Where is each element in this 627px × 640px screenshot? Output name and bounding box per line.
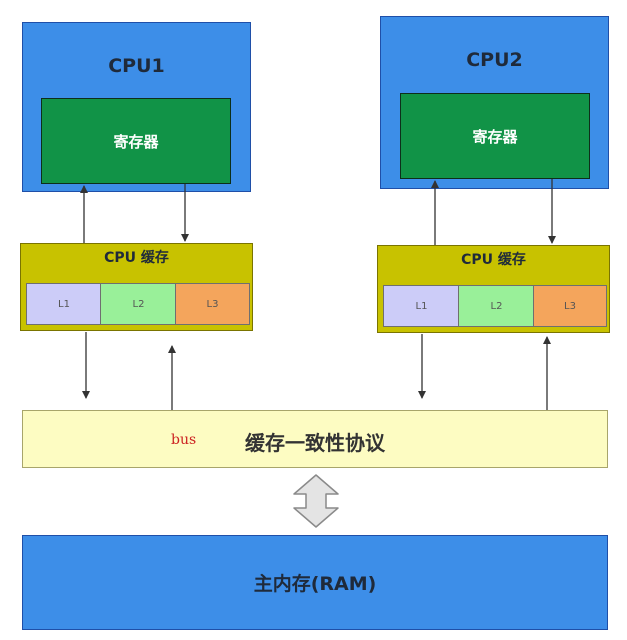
cpu2-cache-l3: L3 (533, 285, 607, 327)
cpu1-cache-l2: L2 (100, 283, 177, 325)
cpu2-title: CPU2 (466, 49, 523, 71)
cache-coherence-protocol: 缓存一致性协议 bus (22, 410, 608, 468)
cpu1-cache-title: CPU 缓存 (104, 250, 169, 266)
cpu1-register-label: 寄存器 (113, 132, 159, 151)
cpu1-cache-l3: L3 (175, 283, 250, 325)
cpu2-cache-title: CPU 缓存 (461, 252, 526, 268)
cpu1-cache: CPU 缓存 L1 L2 L3 (20, 243, 253, 331)
bus-label: bus (171, 432, 197, 448)
cpu2-cache: CPU 缓存 L1 L2 L3 (377, 245, 610, 333)
cpu1-register: 寄存器 (41, 98, 231, 184)
main-memory: 主内存(RAM) (22, 535, 608, 630)
main-memory-label: 主内存(RAM) (253, 573, 377, 595)
cpu2-register: 寄存器 (400, 93, 590, 179)
double-arrow-icon (293, 474, 339, 528)
cpu2-cache-l1: L1 (383, 285, 460, 327)
protocol-label: 缓存一致性协议 (245, 431, 385, 455)
cpu2-register-label: 寄存器 (472, 127, 518, 146)
cpu2-cache-l2: L2 (458, 285, 535, 327)
cpu1-title: CPU1 (108, 55, 165, 77)
